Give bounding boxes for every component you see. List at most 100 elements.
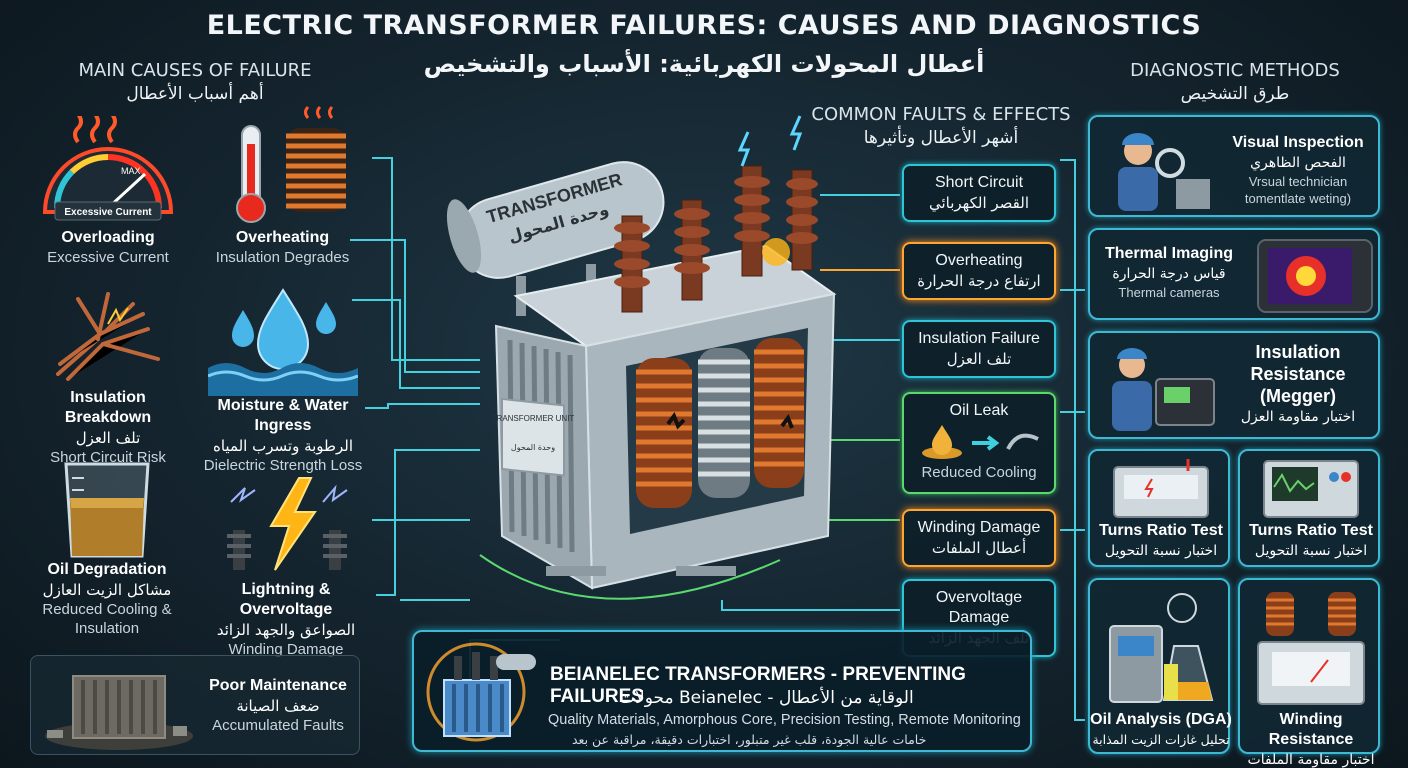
inspector-icon [1096, 123, 1214, 211]
cause-title: Overloading [61, 229, 155, 246]
cause-subtitle-line2: Insulation [74, 620, 140, 637]
diag-title-arabic: الفحص الظاهري [1250, 155, 1346, 171]
diagnostics-section-title: DIAGNOSTIC METHODS [1130, 60, 1340, 81]
lab-equipment-icon [1102, 586, 1220, 706]
meter-icon [1112, 457, 1210, 519]
oscilloscope-icon [1262, 457, 1360, 519]
frayed-wire-icon [38, 284, 178, 388]
diag-title: Visual Inspection [1232, 134, 1364, 151]
diag-title-arabic: اختبار مقاومة العزل [1240, 409, 1356, 425]
coil-meter-icon [1252, 588, 1370, 706]
fault-title: Overvoltage Damage [935, 589, 1023, 626]
cause-subtitle: Insulation Degrades [215, 249, 350, 266]
nameplate-label: TRANSFORMER UNIT [492, 414, 575, 423]
transformer-illustration: TRANSFORMER وحدة المحول [436, 96, 846, 596]
cause-poor-maintenance: Poor Maintenance ضعف الصيانة Accumulated… [30, 655, 360, 755]
oil-beaker-icon [52, 458, 162, 560]
diag-oil-analysis: Oil Analysis (DGA) تحليل غازات الزيت الم… [1088, 578, 1232, 754]
diag-title: Insulation [1255, 342, 1341, 362]
fault-title-arabic: تلف العزل [946, 350, 1012, 368]
causes-section-title-arabic: أهم أسباب الأعطال [126, 84, 264, 104]
fault-title-arabic: أعطال الملفات [931, 539, 1027, 557]
cause-overheating: Overheating Insulation Degrades [200, 104, 365, 267]
diag-turns-ratio-test-1: Turns Ratio Test اختبار نسبة التحويل [1088, 449, 1230, 567]
fault-title: Short Circuit [934, 174, 1024, 191]
cause-title-arabic: ضعف الصيانة [236, 697, 320, 715]
brand-subtitle: Quality Materials, Amorphous Core, Preci… [548, 712, 1021, 728]
gauge-max-label: MAX [121, 166, 141, 176]
diagnostics-section-title-arabic: طرق التشخيص [1180, 84, 1290, 104]
diag-thermal-imaging: Thermal Imaging قياس درجة الحرارة Therma… [1088, 228, 1380, 320]
diag-title-line3: (Megger) [1260, 386, 1336, 406]
diag-insulation-resistance: Insulation Resistance (Megger) اختبار مق… [1088, 331, 1380, 439]
page-title-arabic: أعطال المحولات الكهربائية: الأسباب والتش… [423, 50, 985, 78]
thermal-camera-icon [1256, 238, 1374, 314]
diag-title-arabic: قياس درجة الحرارة [1112, 266, 1226, 282]
fault-title: Insulation Failure [918, 330, 1040, 347]
cause-title-arabic: مشاكل الزيت العازل [42, 581, 172, 599]
cause-subtitle: Winding Damage [228, 641, 344, 658]
diag-subtitle: Thermal cameras [1118, 285, 1220, 300]
cause-title-arabic: الرطوبة وتسرب المياه [212, 437, 354, 455]
fault-title: Oil Leak [949, 402, 1009, 419]
gauge-icon: MAX Excessive Current [33, 112, 183, 228]
cause-title: Oil Degradation [47, 561, 167, 578]
fault-winding-damage: Winding Damage أعطال الملفات [902, 509, 1056, 567]
diag-turns-ratio-test-2: Turns Ratio Test اختبار نسبة التحويل [1238, 449, 1380, 567]
diag-subtitle: Vrsual technician [1248, 174, 1348, 189]
diag-title-arabic: تحليل غازات الزيت المذابة [1092, 732, 1230, 747]
diag-title-line2: Resistance [1250, 364, 1346, 384]
diag-title-arabic: اختبار مقاومة الملفات [1247, 752, 1375, 768]
thermometer-icon [208, 104, 358, 228]
faults-section-title-arabic: أشهر الأعطال وتأثيرها [863, 128, 1019, 148]
fault-title-arabic: القصر الكهربائي [928, 194, 1029, 212]
fault-insulation-failure: Insulation Failure تلف العزل [902, 320, 1056, 378]
cause-subtitle: Reduced Cooling & [42, 601, 172, 618]
page-title: ELECTRIC TRANSFORMER FAILURES: CAUSES AN… [206, 10, 1202, 41]
cause-moisture: Moisture & Water Ingress الرطوبة وتسرب ا… [192, 284, 374, 475]
cause-title: Moisture & Water Ingress [217, 397, 349, 434]
cause-subtitle: Excessive Current [47, 249, 169, 266]
diag-title-arabic: اختبار نسبة التحويل [1254, 543, 1368, 559]
megger-icon [1096, 339, 1218, 435]
diag-title: Winding Resistance [1268, 711, 1354, 748]
fault-short-circuit: Short Circuit القصر الكهربائي [902, 164, 1056, 222]
brand-panel: BEIANELEC TRANSFORMERS - PREVENTING FAIL… [412, 630, 1032, 752]
diag-visual-inspection: Visual Inspection الفحص الظاهري Vrsual t… [1088, 115, 1380, 217]
cause-title: Insulation Breakdown [64, 389, 152, 426]
cause-title: Poor Maintenance [209, 677, 347, 694]
oil-leak-icon [908, 421, 1050, 463]
lightning-icon [211, 472, 361, 580]
brand-subtitle-arabic: خامات عالية الجودة، قلب غير متبلور، اختب… [572, 732, 927, 747]
diag-winding-resistance: Winding Resistance اختبار مقاومة الملفات [1238, 578, 1380, 768]
fault-overheating: Overheating ارتفاع درجة الحرارة [902, 242, 1056, 300]
diag-title: Thermal Imaging [1104, 245, 1234, 262]
diag-subtitle-line2: tomentlate weting) [1244, 191, 1352, 206]
cause-title: Lightning & Overvoltage [239, 581, 333, 618]
fault-title: Overheating [935, 252, 1023, 269]
cause-subtitle: Short Circuit Risk [50, 449, 166, 466]
cause-subtitle: Accumulated Faults [212, 717, 344, 734]
cause-title: Overheating [235, 229, 330, 246]
water-drop-icon [207, 284, 359, 396]
diag-title: Turns Ratio Test [1099, 522, 1223, 539]
brand-title-arabic: محولات Beianelec - الوقاية من الأعطال [619, 688, 914, 708]
fault-title-arabic: ارتفاع درجة الحرارة [917, 272, 1041, 290]
fault-oil-leak: Oil Leak Reduced Cooling [902, 392, 1056, 494]
rusty-transformer-icon [43, 662, 195, 750]
cause-overloading: MAX Excessive Current Overloading Excess… [28, 112, 188, 267]
cause-oil-degradation: Oil Degradation مشاكل الزيت العازل Reduc… [32, 458, 182, 638]
diag-title-arabic: اختبار نسبة التحويل [1104, 543, 1218, 559]
brand-transformer-icon [424, 640, 542, 744]
cause-subtitle: Dielectric Strength Loss [203, 457, 363, 474]
causes-section-title: MAIN CAUSES OF FAILURE [78, 60, 312, 81]
brand-title: BEIANELEC TRANSFORMERS - PREVENTING FAIL… [550, 664, 966, 707]
cause-insulation-breakdown: Insulation Breakdown تلف العزل Short Cir… [26, 284, 190, 467]
faults-section-title: COMMON FAULTS & EFFECTS [811, 104, 1071, 125]
cause-lightning: Lightning & Overvoltage الصواعق والجهد ا… [196, 472, 376, 659]
diag-title: Turns Ratio Test [1249, 522, 1373, 539]
gauge-current-label: Excessive Current [64, 207, 152, 218]
diag-title: Oil Analysis (DGA) [1090, 711, 1232, 728]
cause-title-arabic: الصواعق والجهد الزائد [216, 621, 356, 639]
nameplate-label-arabic: وحدة المحول [511, 443, 555, 452]
